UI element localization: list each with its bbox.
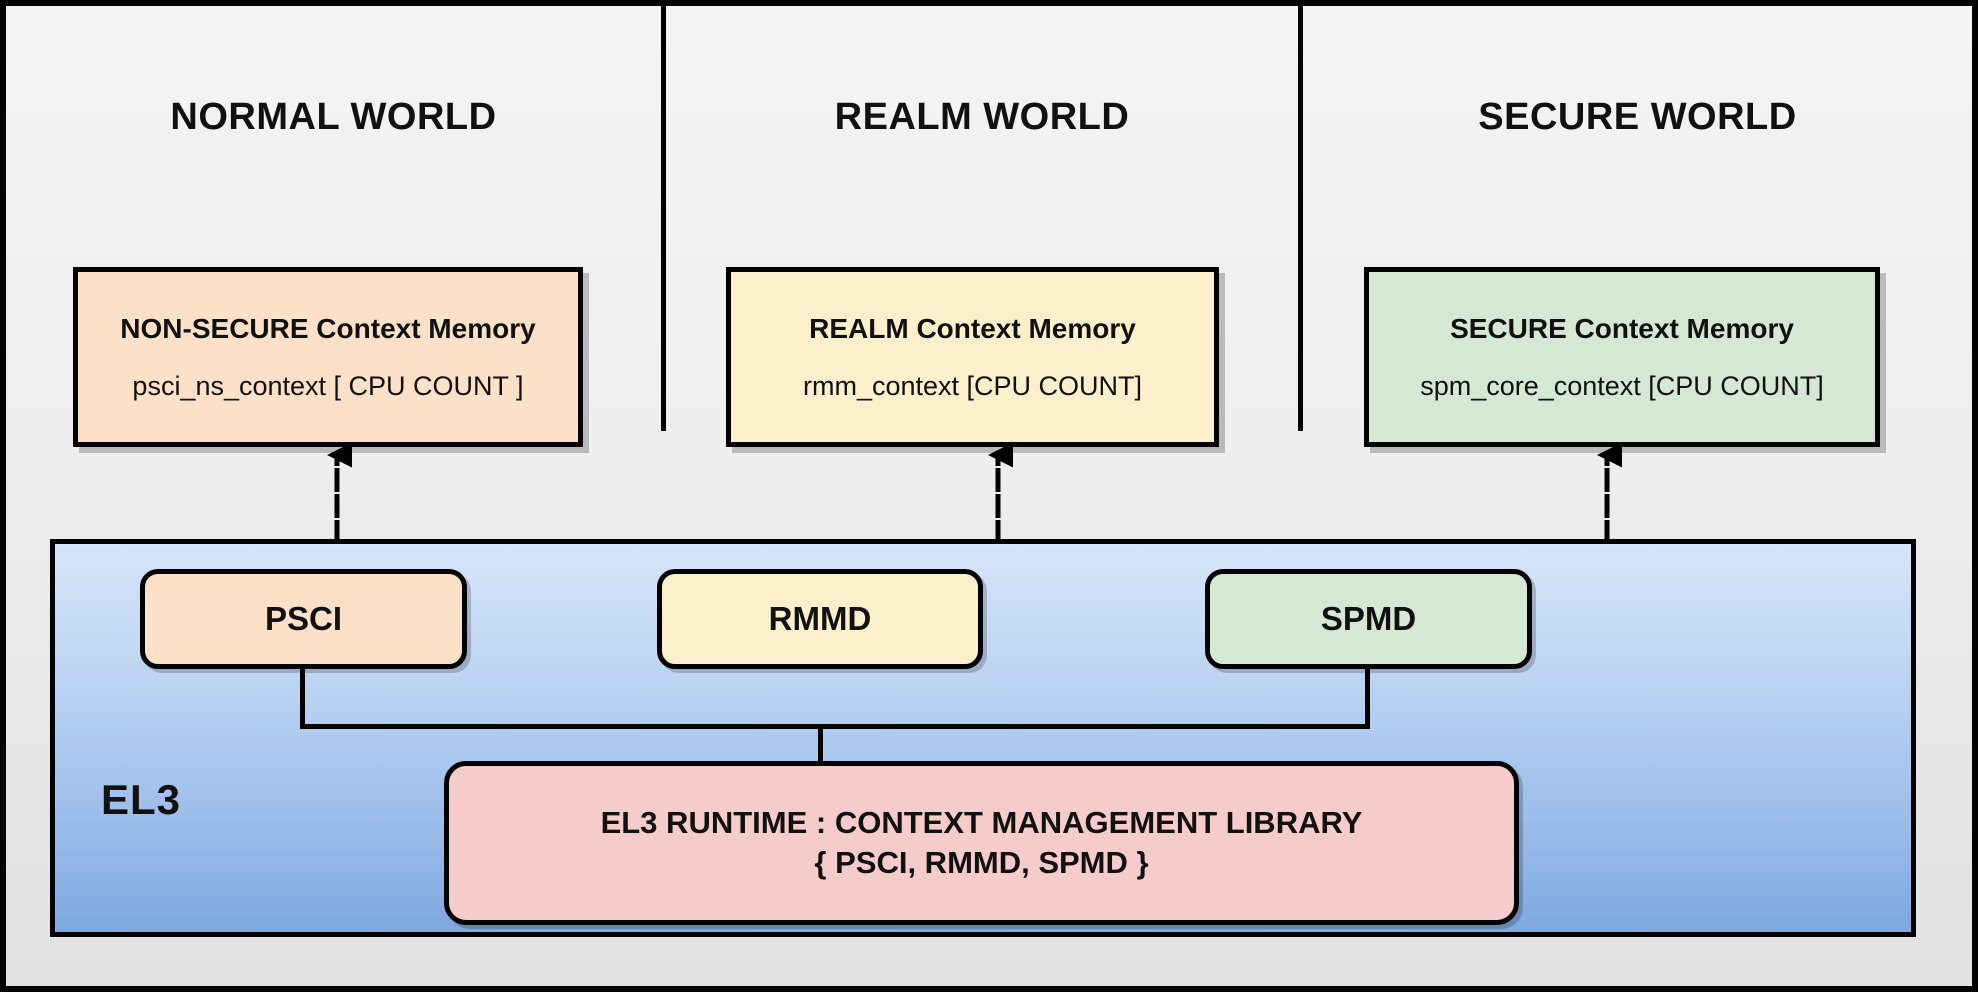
world-title-secure: SECURE WORLD bbox=[1478, 96, 1797, 138]
module-label-psci: PSCI bbox=[264, 600, 343, 637]
world-title-normal: NORMAL WORLD bbox=[170, 96, 497, 138]
el3-container: EL3 PSCI RMMD SPMD EL3 RUNTIME : CONTEXT… bbox=[50, 539, 1916, 937]
module-box-psci[interactable]: PSCI bbox=[140, 569, 467, 669]
context-memory-title-non-secure: NON-SECURE Context Memory bbox=[120, 312, 536, 344]
context-memory-subtitle-secure: spm_core_context [CPU COUNT] bbox=[1420, 370, 1824, 401]
context-memory-title-secure: SECURE Context Memory bbox=[1450, 312, 1794, 344]
world-column-normal: NORMAL WORLD bbox=[6, 6, 661, 431]
context-memory-subtitle-realm: rmm_context [CPU COUNT] bbox=[802, 370, 1143, 401]
world-divider-right bbox=[1298, 6, 1303, 431]
context-memory-box-secure[interactable]: SECURE Context Memory spm_core_context [… bbox=[1364, 267, 1880, 447]
context-memory-box-non-secure[interactable]: NON-SECURE Context Memory psci_ns_contex… bbox=[73, 267, 583, 447]
runtime-library-line-1: EL3 RUNTIME : CONTEXT MANAGEMENT LIBRARY bbox=[600, 805, 1363, 841]
connector-psci-drop bbox=[300, 667, 305, 729]
module-label-spmd: SPMD bbox=[1320, 600, 1417, 637]
world-column-secure: SECURE WORLD bbox=[1303, 6, 1972, 431]
module-box-rmmd[interactable]: RMMD bbox=[657, 569, 983, 669]
world-divider-left bbox=[661, 6, 666, 431]
world-title-realm: REALM WORLD bbox=[834, 96, 1130, 138]
world-column-realm: REALM WORLD bbox=[666, 6, 1298, 431]
el3-runtime-library-box[interactable]: EL3 RUNTIME : CONTEXT MANAGEMENT LIBRARY… bbox=[444, 761, 1519, 925]
connector-spmd-drop bbox=[1365, 667, 1370, 729]
module-box-spmd[interactable]: SPMD bbox=[1205, 569, 1532, 669]
module-label-rmmd: RMMD bbox=[768, 600, 872, 637]
context-memory-title-realm: REALM Context Memory bbox=[809, 312, 1136, 344]
context-memory-subtitle-non-secure: psci_ns_context [ CPU COUNT ] bbox=[132, 370, 524, 401]
connector-horizontal-bus bbox=[300, 724, 1370, 729]
connector-runtime-drop bbox=[818, 724, 823, 764]
runtime-library-line-2: { PSCI, RMMD, SPMD } bbox=[814, 845, 1149, 880]
context-memory-box-realm[interactable]: REALM Context Memory rmm_context [CPU CO… bbox=[726, 267, 1219, 447]
el3-label: EL3 bbox=[101, 776, 182, 823]
